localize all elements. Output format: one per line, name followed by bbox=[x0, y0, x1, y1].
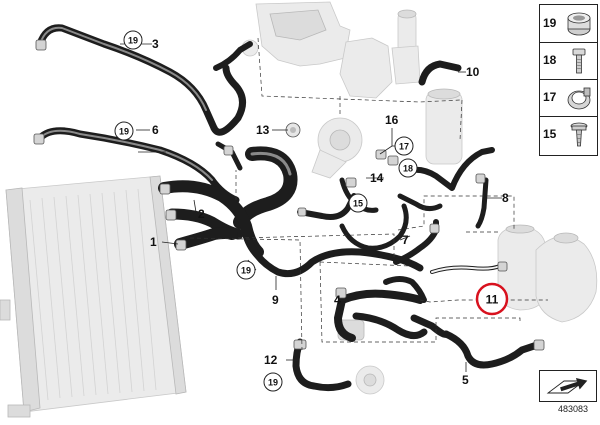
hose-8 bbox=[475, 177, 489, 229]
svg-text:17: 17 bbox=[399, 142, 409, 152]
hose-clamp-icon bbox=[567, 12, 591, 36]
hose-12 bbox=[292, 338, 352, 392]
hose-7 bbox=[383, 219, 439, 303]
callout-4: 4 bbox=[334, 293, 341, 307]
legend-number: 15 bbox=[543, 127, 557, 141]
legend-number: 17 bbox=[543, 90, 557, 104]
assembly-lines bbox=[189, 99, 548, 351]
callout-12: 12 bbox=[264, 353, 278, 367]
connector-13 bbox=[285, 122, 301, 138]
callout-6: 6 bbox=[152, 123, 159, 137]
svg-text:19: 19 bbox=[119, 127, 129, 137]
filter-housing bbox=[339, 9, 421, 99]
legend-item-18: 18 bbox=[540, 42, 597, 80]
hose-10 bbox=[418, 60, 462, 86]
legend-item-17: 17 bbox=[540, 79, 597, 117]
callout-8: 8 bbox=[502, 191, 509, 205]
circled-ref-19-mid: 19 bbox=[114, 121, 134, 141]
callout-1: 1 bbox=[150, 235, 157, 249]
circled-ref-15: 15 bbox=[348, 193, 368, 213]
hose-5 bbox=[410, 314, 545, 369]
circled-ref-19-bottom: 19 bbox=[263, 372, 283, 392]
hose-main-upper bbox=[158, 146, 298, 258]
legend-item-15: 15 bbox=[540, 116, 597, 153]
callout-13: 13 bbox=[256, 123, 270, 137]
radiator bbox=[0, 175, 187, 418]
callout-9: 9 bbox=[272, 293, 279, 307]
highlighted-callout-11[interactable]: 11 bbox=[475, 282, 509, 316]
circled-ref-19-top: 19 bbox=[123, 30, 143, 50]
hose-9 bbox=[244, 193, 424, 278]
callout-10: 10 bbox=[466, 65, 480, 79]
svg-text:18: 18 bbox=[403, 164, 413, 174]
legend-item-19: 19 bbox=[540, 5, 597, 43]
spring-clamp-icon bbox=[567, 87, 591, 110]
callout-7: 7 bbox=[402, 233, 409, 247]
svg-text:15: 15 bbox=[353, 199, 363, 209]
svg-text:19: 19 bbox=[241, 266, 251, 276]
circled-ref-19-left: 19 bbox=[236, 260, 256, 280]
callout-3: 3 bbox=[152, 37, 159, 51]
diagram-catalog-number: 483083 bbox=[558, 404, 589, 414]
hose-14 bbox=[339, 177, 409, 251]
intake-manifold bbox=[241, 1, 351, 67]
leader-lines bbox=[120, 43, 502, 372]
orientation-indicator bbox=[539, 370, 597, 402]
hardware-legend: 19 18 17 15 bbox=[539, 4, 598, 156]
hose-4 bbox=[334, 289, 428, 342]
coolant-pump-housing bbox=[425, 88, 463, 165]
hose-11 bbox=[430, 264, 502, 274]
direction-arrow-icon bbox=[546, 378, 588, 394]
svg-text:19: 19 bbox=[128, 36, 138, 46]
callout-labels: 3 6 1 2 9 10 13 14 16 4 8 7 5 12 bbox=[150, 37, 509, 387]
callout-14: 14 bbox=[370, 171, 384, 185]
bolt-icon bbox=[572, 48, 586, 74]
screw-icon bbox=[570, 122, 588, 147]
water-pump bbox=[311, 117, 363, 179]
svg-text:19: 19 bbox=[268, 378, 278, 388]
circled-ref-17: 17 bbox=[394, 136, 414, 156]
legend-number: 18 bbox=[543, 53, 557, 67]
hose-3 bbox=[35, 24, 253, 136]
circled-ref-18: 18 bbox=[398, 158, 418, 178]
small-clips bbox=[159, 145, 508, 299]
expansion-tank bbox=[497, 224, 598, 323]
legend-number: 19 bbox=[543, 16, 557, 30]
callout-16: 16 bbox=[385, 113, 399, 127]
callout-5: 5 bbox=[462, 373, 469, 387]
callout-2: 2 bbox=[198, 207, 205, 221]
svg-text:11: 11 bbox=[486, 293, 499, 307]
